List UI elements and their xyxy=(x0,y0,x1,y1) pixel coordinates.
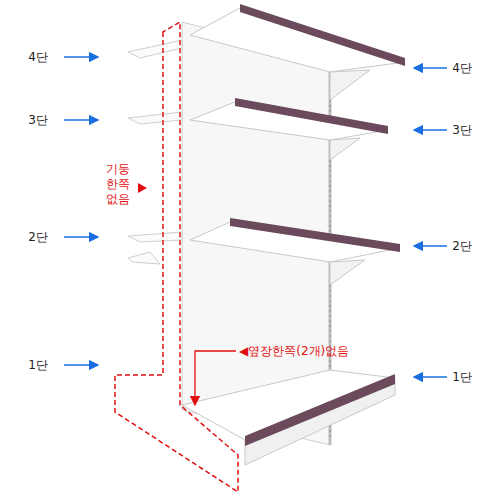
tier-label: 3단 xyxy=(28,113,48,128)
left-shelf-ends xyxy=(128,40,182,264)
tier-label: 2단 xyxy=(28,230,48,245)
tier-label: 1단 xyxy=(28,358,48,373)
tier-label: 4단 xyxy=(452,61,472,76)
leader-line xyxy=(195,351,236,405)
pointer-triangle xyxy=(138,183,147,193)
base-shelf xyxy=(182,370,395,465)
callout-note: 기둥 한쪽 없음 xyxy=(103,162,133,207)
missing-part-outline xyxy=(115,22,238,492)
shelf-4 xyxy=(190,4,405,100)
callout-note: ◀옆장한쪽(2개)없음 xyxy=(239,344,349,359)
tier-label: 4단 xyxy=(28,50,48,65)
tier-label: 3단 xyxy=(452,123,472,138)
tier-arrows-left xyxy=(64,57,98,365)
tier-label: 1단 xyxy=(452,370,472,385)
tier-label: 2단 xyxy=(452,239,472,254)
tier-arrows-right xyxy=(414,68,447,377)
shelf-3 xyxy=(190,98,388,160)
shelf-2 xyxy=(190,218,400,285)
